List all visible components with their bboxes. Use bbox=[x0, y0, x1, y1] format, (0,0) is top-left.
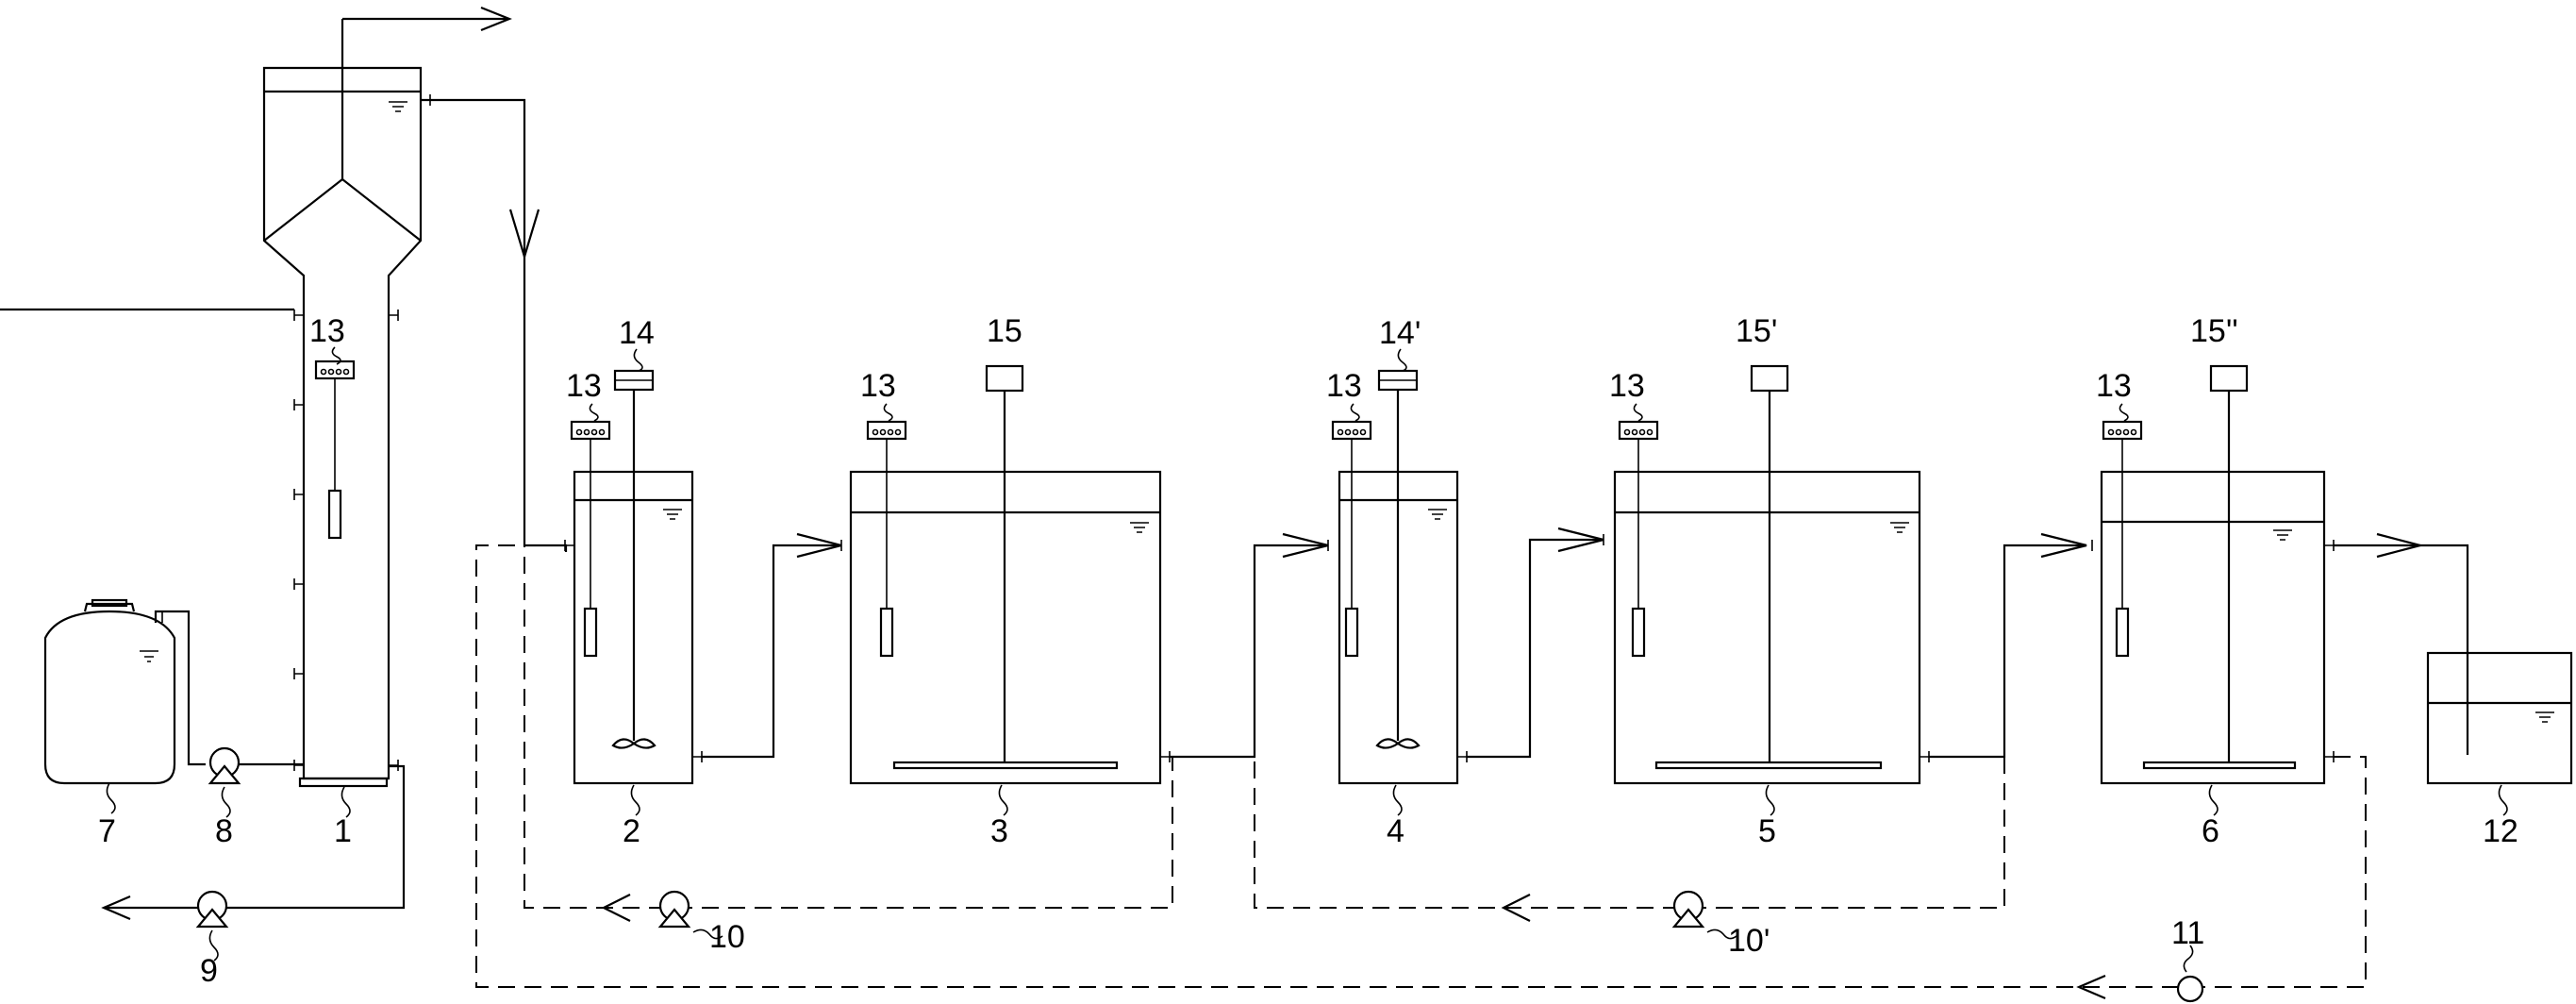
pump-10 bbox=[657, 890, 723, 940]
label-10: 10 bbox=[709, 919, 745, 955]
tank-12 bbox=[2426, 651, 2573, 785]
tank-5 bbox=[1613, 364, 1930, 785]
label-leaders bbox=[106, 346, 2508, 962]
storage-tank-7 bbox=[43, 598, 176, 785]
label-4: 4 bbox=[1387, 813, 1404, 849]
label-8: 8 bbox=[215, 813, 233, 849]
tank-6 bbox=[2100, 364, 2335, 785]
gas-outlet-arrow bbox=[342, 6, 512, 32]
label-13-tank4: 13 bbox=[1326, 368, 1362, 404]
label-5: 5 bbox=[1758, 813, 1776, 849]
label-11: 11 bbox=[2171, 915, 2204, 951]
pump-11 bbox=[2176, 945, 2204, 1003]
label-15: 15 bbox=[987, 313, 1022, 349]
label-3: 3 bbox=[990, 813, 1008, 849]
label-1: 1 bbox=[334, 813, 352, 849]
tank-3 bbox=[849, 364, 1171, 785]
label-13-column: 13 bbox=[309, 313, 345, 349]
label-14p: 14' bbox=[1379, 315, 1421, 351]
pipe-3-to-4 bbox=[1170, 544, 1328, 759]
recycle-line-10 bbox=[524, 545, 1173, 909]
pump-9 bbox=[195, 890, 229, 929]
label-7: 7 bbox=[98, 813, 116, 849]
label-15p: 15' bbox=[1736, 313, 1777, 349]
pump-8 bbox=[208, 746, 241, 785]
feed-pipe bbox=[154, 610, 206, 766]
pipe-2-to-3 bbox=[702, 544, 841, 759]
tank-4 bbox=[1331, 369, 1468, 785]
label-13-tank2: 13 bbox=[566, 368, 602, 404]
label-6: 6 bbox=[2202, 813, 2219, 849]
label-9: 9 bbox=[200, 953, 218, 989]
label-2: 2 bbox=[623, 813, 640, 849]
pipe-5-to-6 bbox=[1929, 544, 2086, 759]
label-12: 12 bbox=[2483, 813, 2518, 849]
label-10p: 10' bbox=[1728, 923, 1770, 959]
pipe-6-to-12 bbox=[2334, 544, 2469, 755]
label-15pp: 15'' bbox=[2190, 313, 2238, 349]
label-13-tank3: 13 bbox=[860, 368, 896, 404]
label-13-tank6: 13 bbox=[2096, 368, 2132, 404]
tank-2 bbox=[564, 369, 703, 785]
pipe-4-to-5 bbox=[1467, 538, 1604, 759]
recycle-line-10p bbox=[1254, 757, 2005, 909]
reactor-column-1 bbox=[262, 19, 423, 788]
overflow-pipe bbox=[421, 98, 568, 552]
discharge-pipe bbox=[104, 764, 406, 910]
pump-10p bbox=[1671, 890, 1737, 940]
label-14: 14 bbox=[619, 315, 655, 351]
label-13-tank5: 13 bbox=[1609, 368, 1645, 404]
recycle-line-11 bbox=[475, 544, 2367, 988]
